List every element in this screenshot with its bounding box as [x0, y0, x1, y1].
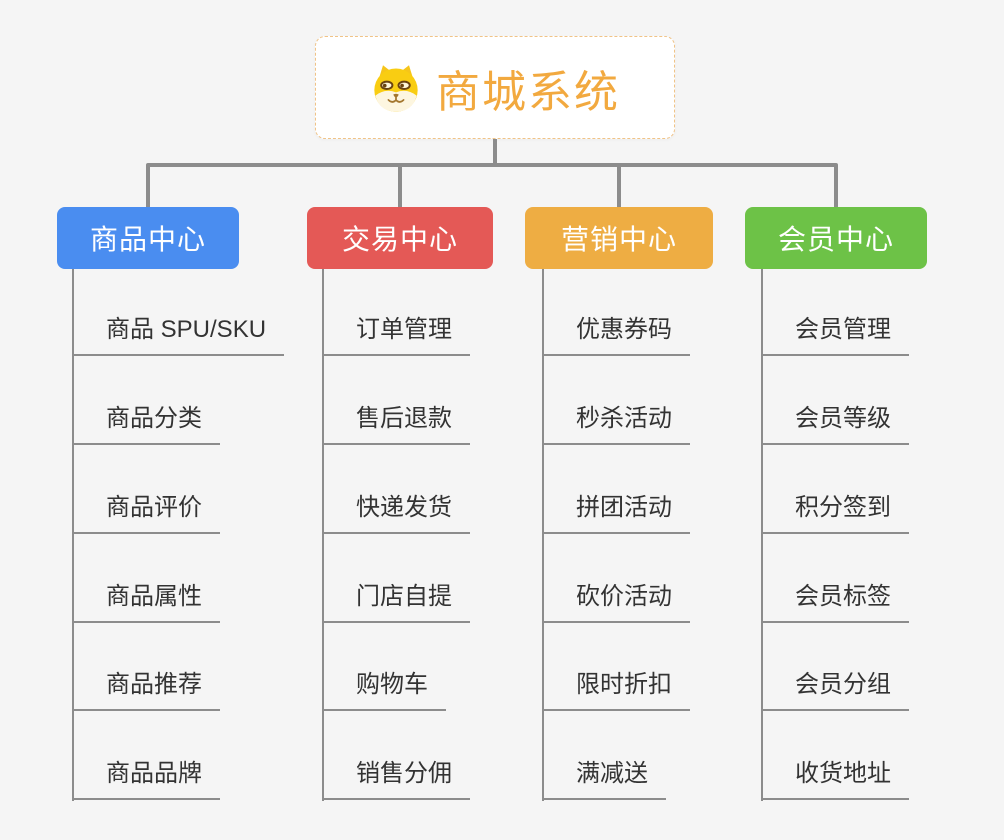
- connector-drop-marketing: [617, 165, 621, 209]
- leaf-node[interactable]: 商品品牌: [72, 755, 220, 800]
- branch-label: 交易中心: [341, 224, 458, 255]
- leaf-node[interactable]: 销售分佣: [322, 755, 470, 800]
- leaf-node[interactable]: 收货地址: [761, 755, 909, 800]
- branch-node-product-center[interactable]: 商品中心: [57, 207, 239, 269]
- connector-drop-members: [834, 165, 838, 209]
- leaf-node[interactable]: 秒杀活动: [542, 400, 690, 445]
- leaf-node[interactable]: 订单管理: [322, 311, 470, 356]
- leaf-node[interactable]: 优惠券码: [542, 311, 690, 356]
- branch-node-marketing-center[interactable]: 营销中心: [525, 207, 713, 269]
- leaf-node[interactable]: 商品属性: [72, 578, 220, 623]
- connector-horizontal-bus: [146, 163, 838, 167]
- connector-drop-trade: [398, 165, 402, 209]
- branch-node-member-center[interactable]: 会员中心: [745, 207, 927, 269]
- connector-trunk-trade: [322, 269, 324, 801]
- connector-root-stub: [493, 139, 497, 165]
- leaf-node[interactable]: 拼团活动: [542, 489, 690, 534]
- leaf-node[interactable]: 限时折扣: [542, 666, 690, 711]
- leaf-node[interactable]: 商品分类: [72, 400, 220, 445]
- leaf-node[interactable]: 商品 SPU/SKU: [72, 311, 285, 356]
- root-title: 商城系统: [436, 67, 620, 117]
- leaf-node[interactable]: 商品评价: [72, 489, 220, 534]
- leaf-node[interactable]: 商品推荐: [72, 666, 220, 711]
- connector-drop-products: [146, 165, 150, 209]
- root-node-mall-system[interactable]: 商城系统: [315, 36, 675, 139]
- leaf-node[interactable]: 门店自提: [322, 578, 470, 623]
- leaf-node[interactable]: 会员标签: [761, 578, 909, 623]
- doge-icon: [374, 64, 418, 112]
- branch-label: 会员中心: [777, 224, 894, 255]
- leaf-node[interactable]: 积分签到: [761, 489, 909, 534]
- connector-trunk-marketing: [542, 269, 544, 801]
- branch-node-trade-center[interactable]: 交易中心: [307, 207, 493, 269]
- leaf-node[interactable]: 会员等级: [761, 400, 909, 445]
- leaf-node[interactable]: 会员分组: [761, 666, 909, 711]
- connector-trunk-products: [72, 269, 74, 801]
- leaf-node[interactable]: 会员管理: [761, 311, 909, 356]
- leaf-node[interactable]: 砍价活动: [542, 578, 690, 623]
- branch-label: 营销中心: [560, 224, 677, 255]
- branch-label: 商品中心: [89, 224, 206, 255]
- connector-trunk-members: [761, 269, 763, 801]
- leaf-node[interactable]: 满减送: [542, 755, 666, 800]
- leaf-node[interactable]: 购物车: [322, 666, 446, 711]
- leaf-node[interactable]: 快递发货: [322, 489, 470, 534]
- leaf-node[interactable]: 售后退款: [322, 400, 470, 445]
